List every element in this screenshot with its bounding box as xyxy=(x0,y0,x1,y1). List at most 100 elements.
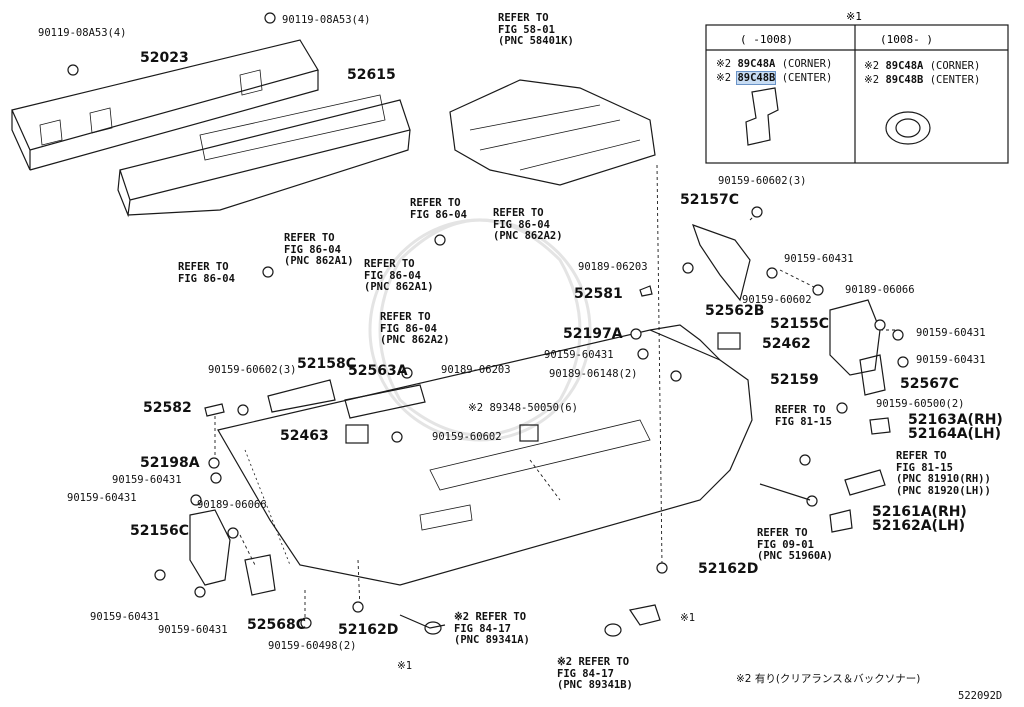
label-52615: 52615 xyxy=(347,67,396,83)
ref-fig81-b: REFER TO FIG 81-15 (PNC 81910(RH)) (PNC … xyxy=(896,450,991,497)
label-90119-08A53-left: 90119-08A53(4) xyxy=(38,27,127,39)
label-90159-60498: 90159-60498(2) xyxy=(268,640,357,652)
mark-1-a: ※1 xyxy=(397,660,413,672)
ref-fig86-e-line2: FIG 86-04 xyxy=(364,269,421,282)
ref-fig86-b-line1: REFER TO xyxy=(493,207,544,219)
label-90189-06066-right: 90189-06066 xyxy=(845,284,915,296)
inset-mark: ※1 xyxy=(846,10,862,23)
ref-fig86-d: REFER TO FIG 86-04 xyxy=(178,261,235,285)
label-90119-08A53-top: 90119-08A53(4) xyxy=(282,14,371,26)
ref-fig86-e-line3: (PNC 862A1) xyxy=(364,281,434,293)
reinforcement-52023 xyxy=(11,39,319,171)
ref-fig86-c-line3: (PNC 862A1) xyxy=(284,255,354,267)
label-52161A: 52161A(RH) xyxy=(872,504,967,520)
label-52563A: 52563A xyxy=(348,363,408,379)
inset-left-row2-pnc-highlighted[interactable]: 89C48B xyxy=(736,71,777,85)
label-52159: 52159 xyxy=(770,372,819,388)
ref-fig86-b: REFER TO FIG 86-04 (PNC 862A2) xyxy=(493,207,563,243)
label-90159-60602-mid: 90159-60602 xyxy=(432,431,502,443)
label-52562B: 52562B xyxy=(705,303,765,319)
ref-fig81-b-line3: (PNC 81910(RH)) xyxy=(896,473,991,485)
ref-fig84-b-line1: ※2 REFER TO xyxy=(557,656,630,668)
ref-fig81-a-line1: REFER TO xyxy=(775,404,826,416)
inset-col-left-range: ( -1008) xyxy=(740,33,793,46)
ref-fig81-b-line2: FIG 81-15 xyxy=(896,461,953,474)
inset-right-row2-pnc: 89C48B xyxy=(885,74,924,86)
mark-1-b: ※1 xyxy=(680,612,696,624)
label-52162D-right: 52162D xyxy=(698,561,759,577)
label-52023: 52023 xyxy=(140,50,189,66)
inset-right-row1-mark: ※2 xyxy=(864,60,880,72)
ref-fig09: REFER TO FIG 09-01 (PNC 51960A) xyxy=(757,527,833,563)
retainer-52158C xyxy=(267,379,336,413)
ref-fig84-b: ※2 REFER TO FIG 84-17 (PNC 89341B) xyxy=(557,656,633,692)
label-90189-06148: 90189-06148(2) xyxy=(549,368,638,380)
ref-fig09-line3: (PNC 51960A) xyxy=(757,550,833,562)
bracket-52157C xyxy=(692,224,751,302)
label-90159-60431-r3: 90159-60431 xyxy=(916,354,986,366)
ref-fig86-d-line2: FIG 86-04 xyxy=(178,272,235,285)
inset-left-row1-mark: ※2 xyxy=(716,58,732,70)
inset-left-row1: ※2 89C48A (CORNER) xyxy=(716,58,832,70)
ref-fig86-c-line1: REFER TO xyxy=(284,232,335,244)
diagram-id: 522092D xyxy=(958,690,1003,702)
ref-fig84-a-line1: ※2 REFER TO xyxy=(454,611,527,623)
inset-left-row2: ※2 89C48B (CENTER) xyxy=(716,71,832,85)
ref-fig86-f: REFER TO FIG 86-04 (PNC 862A2) xyxy=(380,311,450,347)
label-52568C: 52568C xyxy=(247,617,306,633)
ref-fig86-c: REFER TO FIG 86-04 (PNC 862A1) xyxy=(284,232,354,268)
label-52162A: 52162A(LH) xyxy=(872,518,965,534)
label-52164A: 52164A(LH) xyxy=(908,426,1001,442)
inset-right-row2-note: (CENTER) xyxy=(929,74,981,86)
ref-fig86-e: REFER TO FIG 86-04 (PNC 862A1) xyxy=(364,258,434,294)
label-52463: 52463 xyxy=(280,428,329,444)
ref-fig86-c-line2: FIG 86-04 xyxy=(284,243,341,256)
ref-fig84-a-line2: FIG 84-17 xyxy=(454,622,511,635)
ref-fig58-line1: REFER TO xyxy=(498,12,549,24)
label-90159-60431-r2: 90159-60431 xyxy=(916,327,986,339)
bumper-cover-52159 xyxy=(217,329,753,586)
inset-right-row2: ※2 89C48B (CENTER) xyxy=(864,74,980,86)
inset-right-row1-pnc: 89C48A xyxy=(885,60,924,72)
ref-fig84-a-line3: (PNC 89341A) xyxy=(454,634,530,646)
ref-fig84-b-line2: FIG 84-17 xyxy=(557,667,614,680)
inset-right-row1: ※2 89C48A (CORNER) xyxy=(864,60,980,72)
label-90189-06203-right: 90189-06203 xyxy=(578,261,648,273)
label-52567C: 52567C xyxy=(900,376,959,392)
label-52158C: 52158C xyxy=(297,356,356,372)
ref-fig58-line2: FIG 58-01 xyxy=(498,23,555,36)
ref-fig86-a: REFER TO FIG 86-04 xyxy=(410,197,467,221)
watermark-emblem xyxy=(368,218,592,442)
label-90159-60431-r1: 90159-60431 xyxy=(784,253,854,265)
ref-fig86-f-line3: (PNC 862A2) xyxy=(380,334,450,346)
label-90159-60431-mid: 90159-60431 xyxy=(544,349,614,361)
ref-fig86-e-line1: REFER TO xyxy=(364,258,415,270)
undercover xyxy=(449,79,656,186)
ref-fig84-a: ※2 REFER TO FIG 84-17 (PNC 89341A) xyxy=(454,611,530,647)
label-52162D-left: 52162D xyxy=(338,622,399,638)
inset-right-row1-note: (CORNER) xyxy=(929,60,981,72)
ref-fig58: REFER TO FIG 58-01 (PNC 58401K) xyxy=(498,12,574,48)
label-90159-60431-l4: 90159-60431 xyxy=(158,624,228,636)
label-90189-06066-left: 90189-06066 xyxy=(197,499,267,511)
label-52582: 52582 xyxy=(143,400,192,416)
retainer-52563A xyxy=(344,384,426,419)
ref-fig86-a-line2: FIG 86-04 xyxy=(410,208,467,221)
ref-fig81-b-line1: REFER TO xyxy=(896,450,947,462)
label-90159-60431-l2: 90159-60431 xyxy=(67,492,137,504)
ref-fig09-line1: REFER TO xyxy=(757,527,808,539)
label-52156C: 52156C xyxy=(130,523,189,539)
ref-fig84-b-line3: (PNC 89341B) xyxy=(557,679,633,691)
label-52581: 52581 xyxy=(574,286,623,302)
bracket-52155C xyxy=(829,299,881,376)
label-90159-60500: 90159-60500(2) xyxy=(876,398,965,410)
label-90159-60602-3-left: 90159-60602(3) xyxy=(208,364,297,376)
ref-fig86-a-line1: REFER TO xyxy=(410,197,461,209)
label-52198A: 52198A xyxy=(140,455,200,471)
ref-fig58-line3: (PNC 58401K) xyxy=(498,35,574,47)
label-52163A: 52163A(RH) xyxy=(908,412,1003,428)
label-52155C: 52155C xyxy=(770,316,829,332)
ref-fig86-b-line2: FIG 86-04 xyxy=(493,218,550,231)
ref-fig86-b-line3: (PNC 862A2) xyxy=(493,230,563,242)
